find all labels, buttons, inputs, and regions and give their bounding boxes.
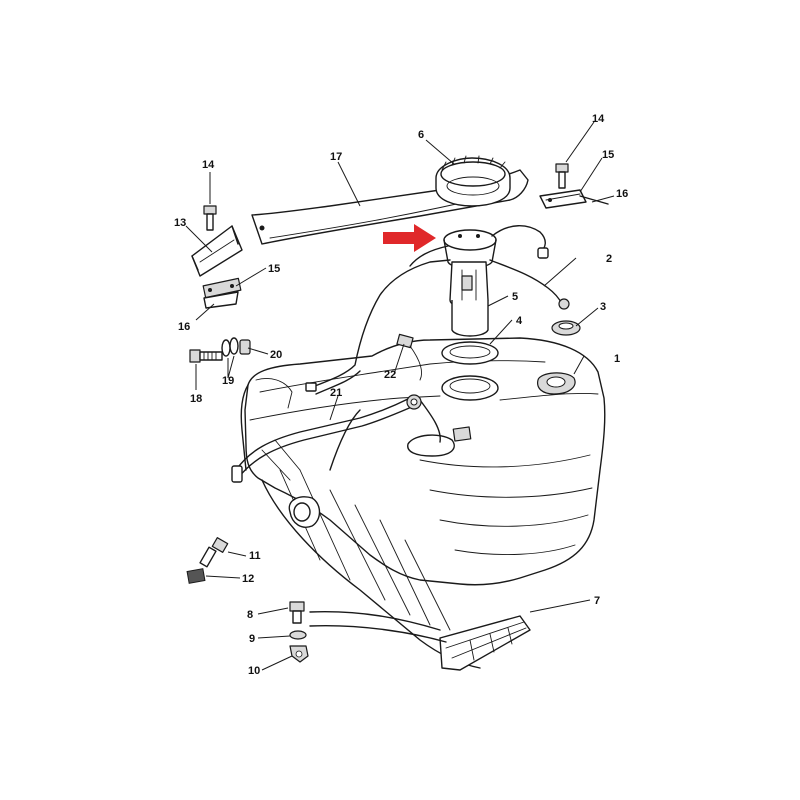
nut-10 [289, 645, 309, 663]
callout-1: 1 [614, 353, 620, 365]
callout-16-left: 16 [178, 321, 190, 333]
sender-seal-rings [441, 341, 499, 365]
callout-8: 8 [247, 609, 253, 621]
filler-seal [551, 320, 581, 336]
leader-lines [185, 121, 615, 671]
callout-12: 12 [242, 573, 254, 585]
mounting-bracket-left [191, 225, 243, 309]
callout-14-left: 14 [202, 159, 215, 171]
cage-nut-12 [186, 568, 206, 584]
bolt-18 [189, 349, 223, 363]
callout-14-right: 14 [592, 113, 605, 125]
callout-5: 5 [512, 291, 518, 303]
callout-18: 18 [190, 393, 202, 405]
washer-9 [289, 630, 307, 640]
mounting-bracket-right [539, 189, 609, 209]
callout-10: 10 [248, 665, 260, 677]
bolt-11 [199, 537, 229, 568]
callout-15-right: 15 [602, 149, 614, 161]
washers-19 [221, 337, 239, 357]
bolt-8 [289, 601, 305, 624]
callout-11: 11 [249, 550, 261, 562]
callout-3: 3 [600, 301, 606, 313]
skid-strap-7 [309, 611, 531, 671]
callout-2: 2 [606, 253, 612, 265]
callout-6: 6 [418, 129, 424, 141]
fuel-line [305, 259, 451, 395]
callout-19: 19 [222, 375, 234, 387]
callout-15-left: 15 [268, 263, 280, 275]
callout-9: 9 [249, 633, 255, 645]
callout-20: 20 [270, 349, 282, 361]
callout-labels: 1 2 3 4 5 6 7 8 9 10 11 12 13 14 14 15 1… [174, 113, 628, 677]
wiring-harness [489, 225, 570, 310]
callout-17: 17 [330, 151, 342, 163]
callout-21: 21 [330, 387, 342, 399]
callout-4: 4 [516, 315, 523, 327]
callout-13: 13 [174, 217, 186, 229]
callout-7: 7 [594, 595, 600, 607]
fuel-pump-sender [409, 229, 497, 337]
callout-16-right: 16 [616, 188, 628, 200]
bolt-14-left [203, 205, 217, 231]
filler-hose [231, 394, 441, 483]
highlight-arrow [383, 224, 436, 252]
sender-lock-ring [435, 155, 511, 207]
callout-22: 22 [384, 369, 396, 381]
nut-20 [239, 339, 251, 355]
bolt-14-right [555, 163, 569, 189]
